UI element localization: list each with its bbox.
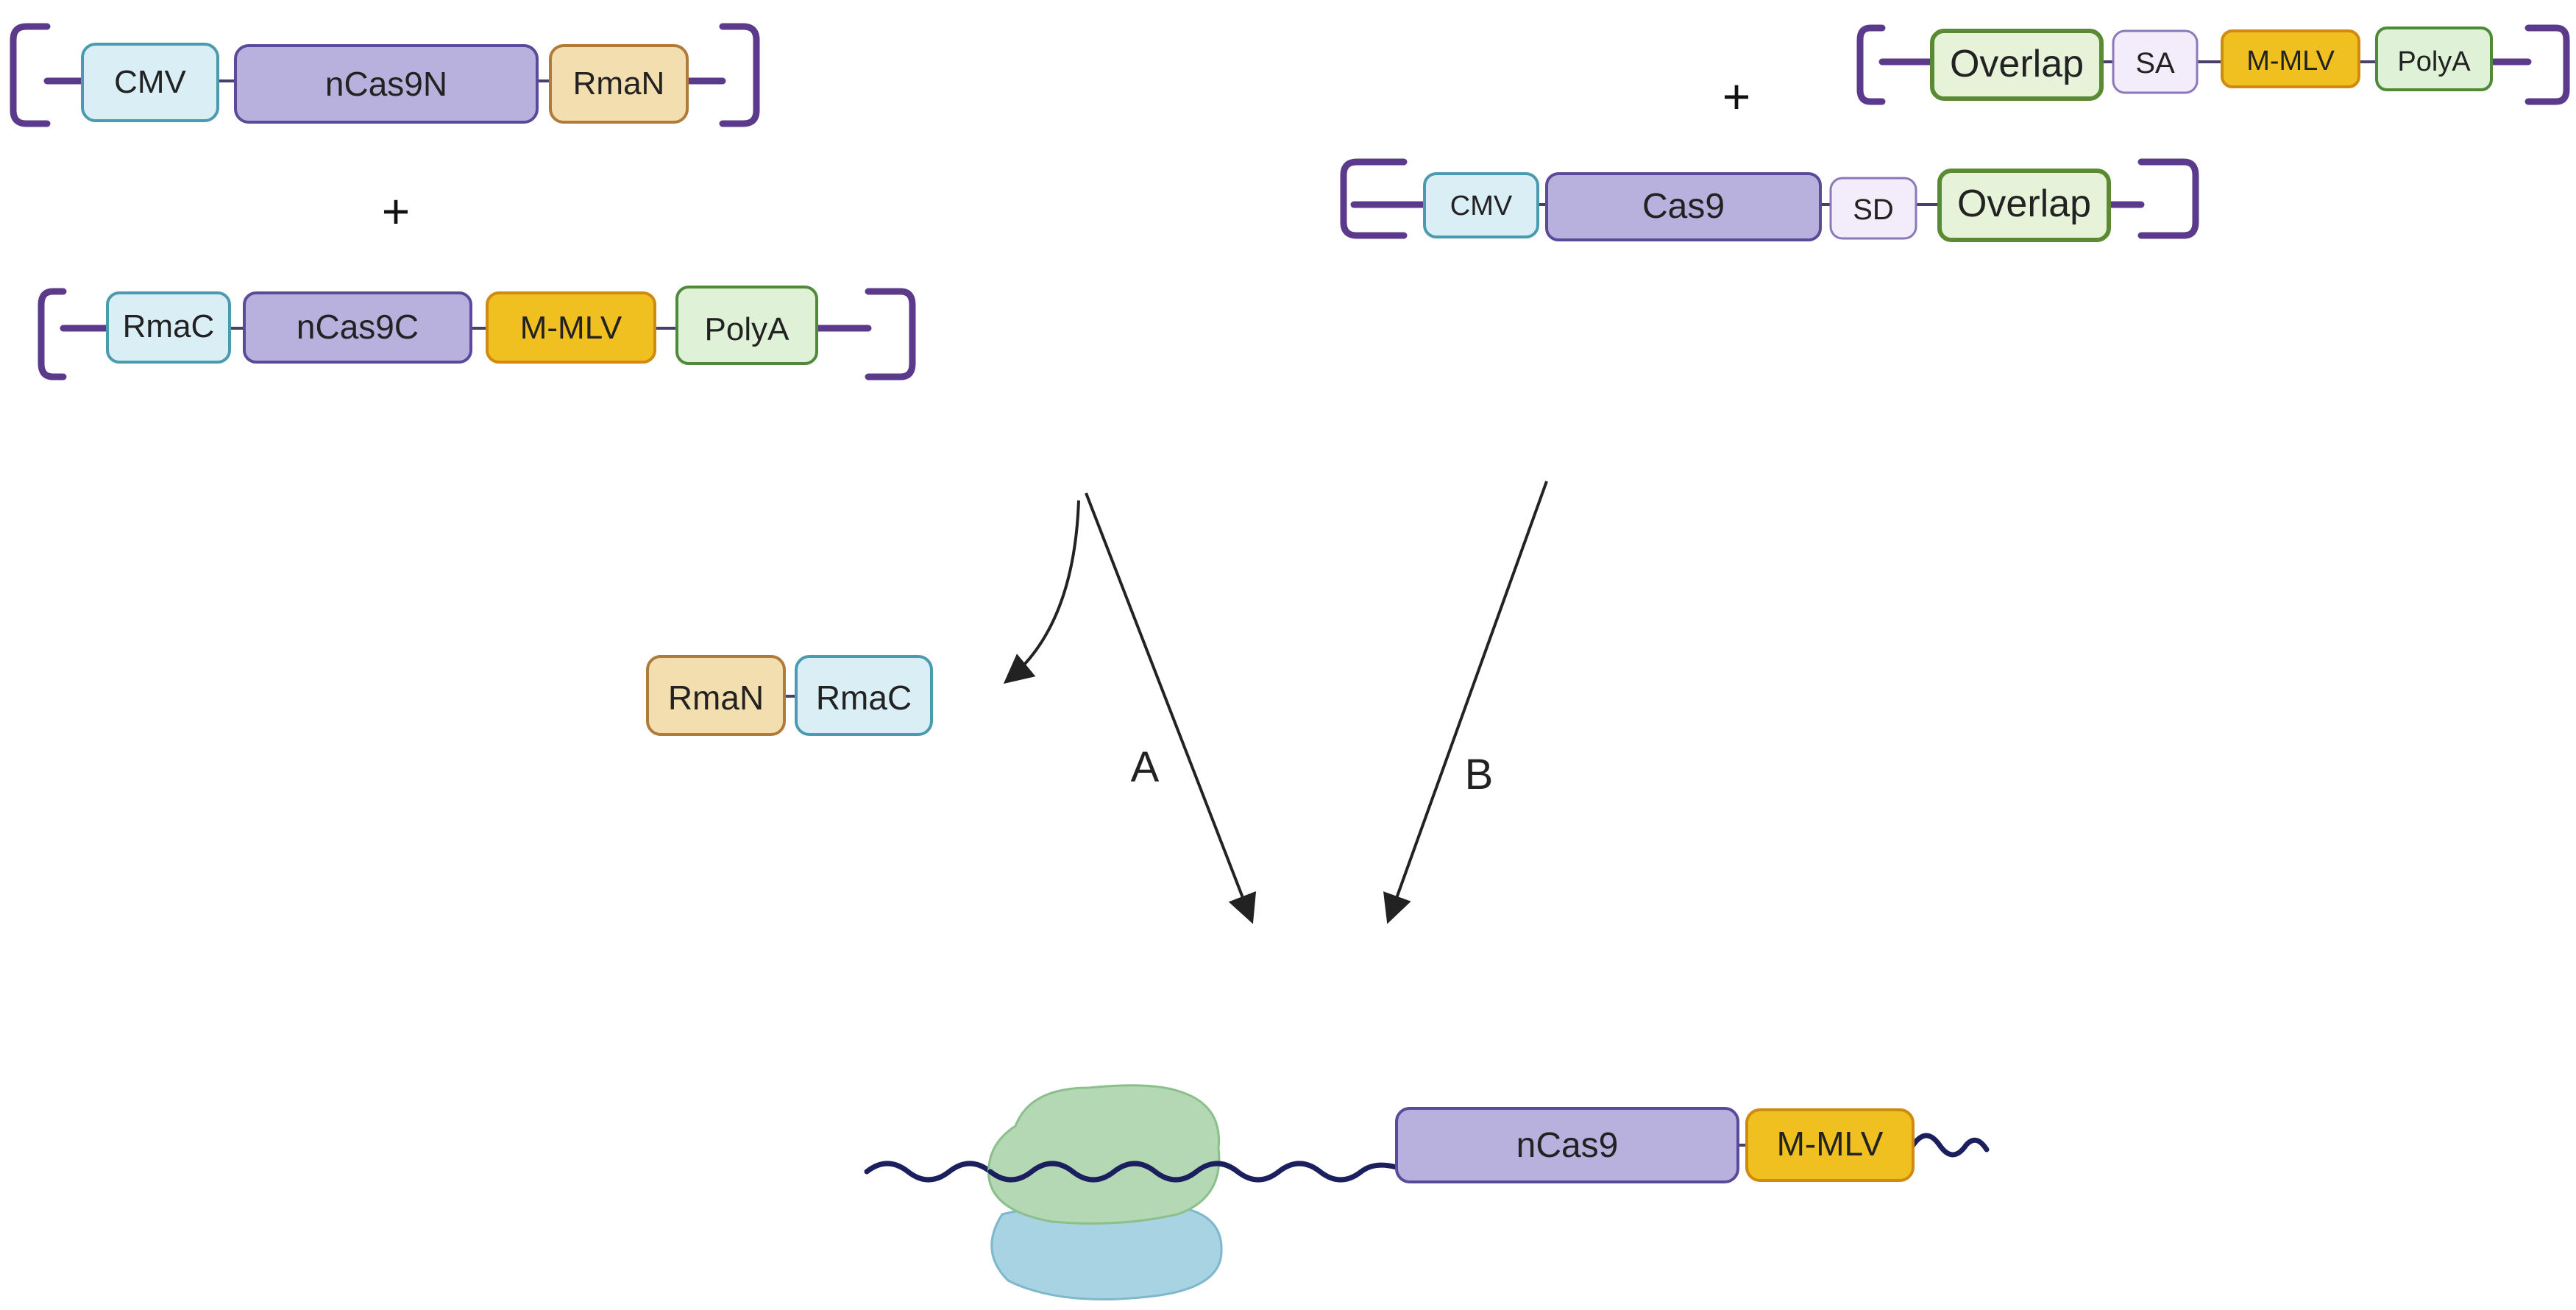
product-group: nCas9 M-MLV xyxy=(864,1084,1990,1301)
plasmid-left-bracket-icon xyxy=(10,23,51,127)
polya-block-small: PolyA xyxy=(2375,26,2493,91)
cas9-label: Cas9 xyxy=(1642,187,1725,226)
mmlv-block-small: M-MLV xyxy=(2221,29,2360,88)
polya-label: PolyA xyxy=(705,311,790,347)
plasmid-left-bracket-icon xyxy=(1340,158,1408,239)
mmlv-product-block: M-MLV xyxy=(1745,1108,1915,1182)
ribosome-large-subunit-icon xyxy=(987,1084,1221,1225)
pathway-b-label: B xyxy=(1465,751,1494,799)
plus-sign-right: + xyxy=(1722,69,1751,124)
cmv-block: CMV xyxy=(81,43,219,122)
sa-label: SA xyxy=(2135,47,2175,79)
construct-b2: Overlap SA M-MLV PolyA xyxy=(1856,24,2570,105)
plasmid-left-bracket-icon xyxy=(1856,24,1886,105)
ncas9-product-block: nCas9 xyxy=(1395,1107,1739,1183)
cmv-block-b1: CMV xyxy=(1423,172,1539,238)
ncas9n-block: nCas9N xyxy=(234,44,539,124)
construct-a1: CMV nCas9N RmaN xyxy=(10,23,760,127)
sd-block: SD xyxy=(1829,177,1917,240)
polya-block: PolyA xyxy=(675,286,818,365)
byproduct-rman-block: RmaN xyxy=(646,655,786,736)
plasmid-right-bracket-icon xyxy=(2524,24,2570,105)
polya-label-small: PolyA xyxy=(2397,46,2471,77)
mmlv-label: M-MLV xyxy=(520,310,622,346)
mmlv-product-label: M-MLV xyxy=(1777,1125,1884,1163)
ncas9n-label: nCas9N xyxy=(325,65,447,103)
byproduct-rman-label: RmaN xyxy=(668,679,764,717)
overlap-label: Overlap xyxy=(1950,43,2084,85)
plasmid-left-bracket-icon xyxy=(38,288,67,380)
pathway-a-arrow xyxy=(1085,492,1257,924)
sa-block: SA xyxy=(2112,29,2199,94)
overlap-block-b1: Overlap xyxy=(1937,169,2111,242)
byproduct-arrow xyxy=(1003,500,1080,684)
ncas9-product-label: nCas9 xyxy=(1516,1126,1619,1165)
rman-label: RmaN xyxy=(573,66,665,102)
pathway-b-arrow xyxy=(1383,481,1548,924)
ncas9c-block: nCas9C xyxy=(243,291,472,364)
cmv-label-b1: CMV xyxy=(1450,191,1513,222)
byproduct-rmac-block: RmaC xyxy=(795,655,933,736)
cmv-label: CMV xyxy=(114,64,186,100)
rman-block: RmaN xyxy=(549,44,689,124)
plasmid-right-bracket-icon xyxy=(865,288,916,380)
overlap-label-b1: Overlap xyxy=(1957,183,2091,225)
byproduct-rman-rmac: RmaN RmaC xyxy=(646,655,933,736)
cas9-block: Cas9 xyxy=(1545,172,1822,241)
plus-sign-left: + xyxy=(382,184,411,238)
mmlv-block: M-MLV xyxy=(486,291,656,364)
ncas9c-label: nCas9C xyxy=(297,308,419,346)
mmlv-label-small: M-MLV xyxy=(2246,46,2335,77)
construct-b1: CMV Cas9 SD Overlap xyxy=(1340,158,2199,242)
mrna-strand-overlap-icon xyxy=(987,1161,1241,1183)
byproduct-rmac-label: RmaC xyxy=(816,679,912,717)
mrna-tail-icon xyxy=(1910,1133,1990,1158)
plasmid-right-bracket-icon xyxy=(719,23,760,127)
sd-label: SD xyxy=(1853,194,1894,226)
rmac-label: RmaC xyxy=(123,308,215,344)
pathway-a-label: A xyxy=(1131,743,1160,791)
overlap-block: Overlap xyxy=(1930,29,2104,101)
plasmid-right-bracket-icon xyxy=(2137,158,2199,239)
rmac-block: RmaC xyxy=(106,291,231,364)
construct-a2: RmaC nCas9C M-MLV PolyA xyxy=(38,286,916,380)
